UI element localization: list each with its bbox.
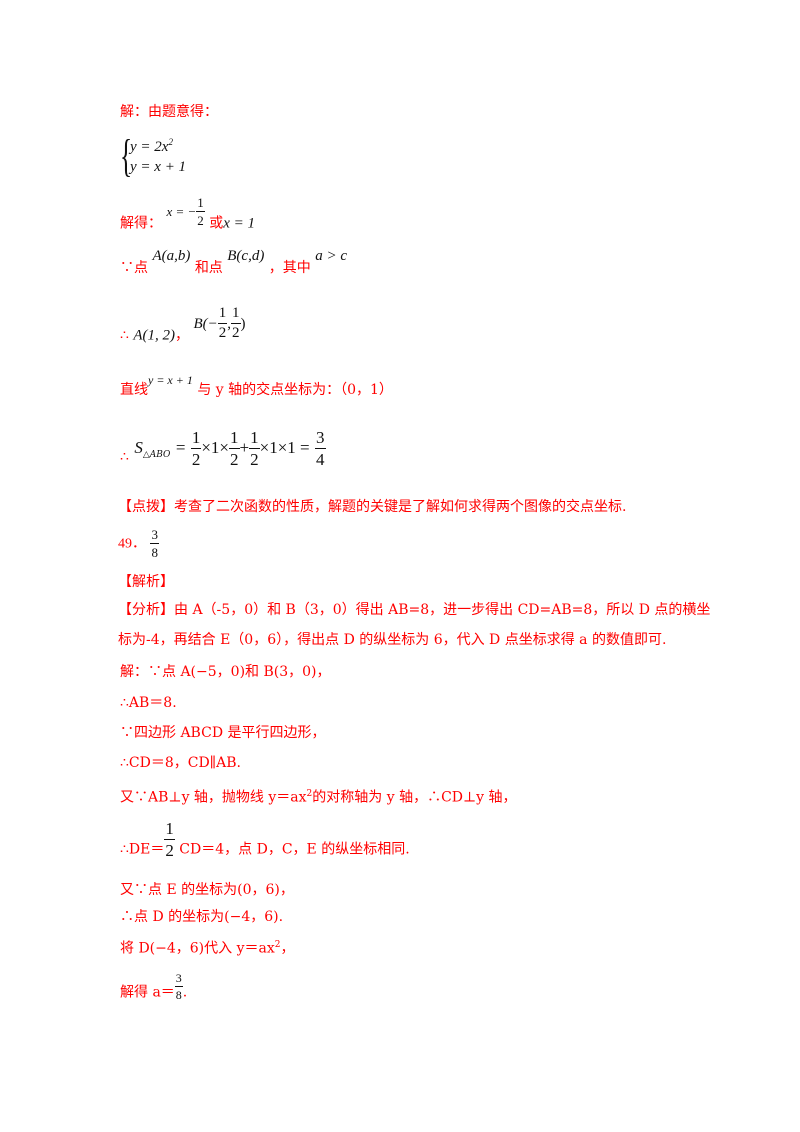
step-5: 又∵AB⊥y 轴，抛物线 y＝ax2的对称轴为 y 轴，∴CD⊥y 轴， (120, 789, 517, 806)
step-8: ∴点 D 的坐标为(−4，6). (120, 909, 284, 925)
therefore-symbol: ∴ (120, 327, 129, 344)
intercept-text: 与 y 轴的交点坐标为：（0，1） (197, 382, 393, 398)
equation-1: y = 2x2 (130, 137, 173, 155)
and-point-label: 和点 (194, 260, 223, 276)
area-therefore: ∴ (120, 449, 129, 465)
points-line: ∵点 A(a,b) 和点 B(c,d) ，其中 a > c (120, 248, 347, 278)
equation-2: y = x + 1 (130, 159, 187, 175)
a-coordinate: A(1, 2) (133, 327, 176, 344)
line-equation: y = x + 1 (148, 373, 193, 387)
condition: a > c (315, 248, 348, 264)
problem-number: 49． (118, 536, 146, 552)
step-4: ∴CD＝8，CD∥AB. (120, 755, 242, 771)
step-3: ∵四边形 ABCD 是平行四边形， (120, 725, 326, 741)
line-label: 直线 (120, 382, 148, 398)
area-subscript: △ABO (142, 450, 171, 461)
x2-value: x = 1 (223, 215, 256, 232)
step-1: 解：∵点 A(−5，0)和 B(3，0)， (120, 664, 331, 680)
step-7: 又∵点 E 的坐标为(0，6)， (120, 882, 294, 898)
area-symbol: S (134, 438, 143, 457)
point-b: B(c,d) (227, 248, 265, 264)
point-a: A(a,b) (152, 248, 191, 264)
solution-intro: 解：由题意得： (120, 104, 218, 120)
comma: ， (175, 327, 190, 344)
where-label: ，其中 (268, 260, 311, 276)
because-point-label: ∵点 (120, 260, 148, 276)
step-2: ∴AB＝8. (120, 695, 177, 711)
analysis-heading: 【解析】 (118, 574, 174, 590)
solve-label: 解得： (120, 215, 162, 232)
intercept-line: 直线y = x + 1 与 y 轴的交点坐标为：（0，1） (120, 373, 393, 400)
or-text: 或 (209, 215, 224, 232)
left-brace: { (120, 130, 133, 181)
step-9: 将 D(−4，6)代入 y＝ax2， (120, 940, 295, 957)
analysis-line-1: 【分析】由 A（-5，0）和 B（3，0）得出 AB=8，进一步得出 CD=AB… (118, 602, 711, 618)
x1-prefix: x = − (166, 203, 197, 219)
tip-text: 【点拨】考查了二次函数的性质，解题的关键是了解如何求得两个图像的交点坐标. (118, 499, 627, 515)
analysis-line-2: 标为-4，再结合 E（0，6），得出点 D 的纵坐标为 6，代入 D 点坐标求得… (118, 632, 667, 648)
